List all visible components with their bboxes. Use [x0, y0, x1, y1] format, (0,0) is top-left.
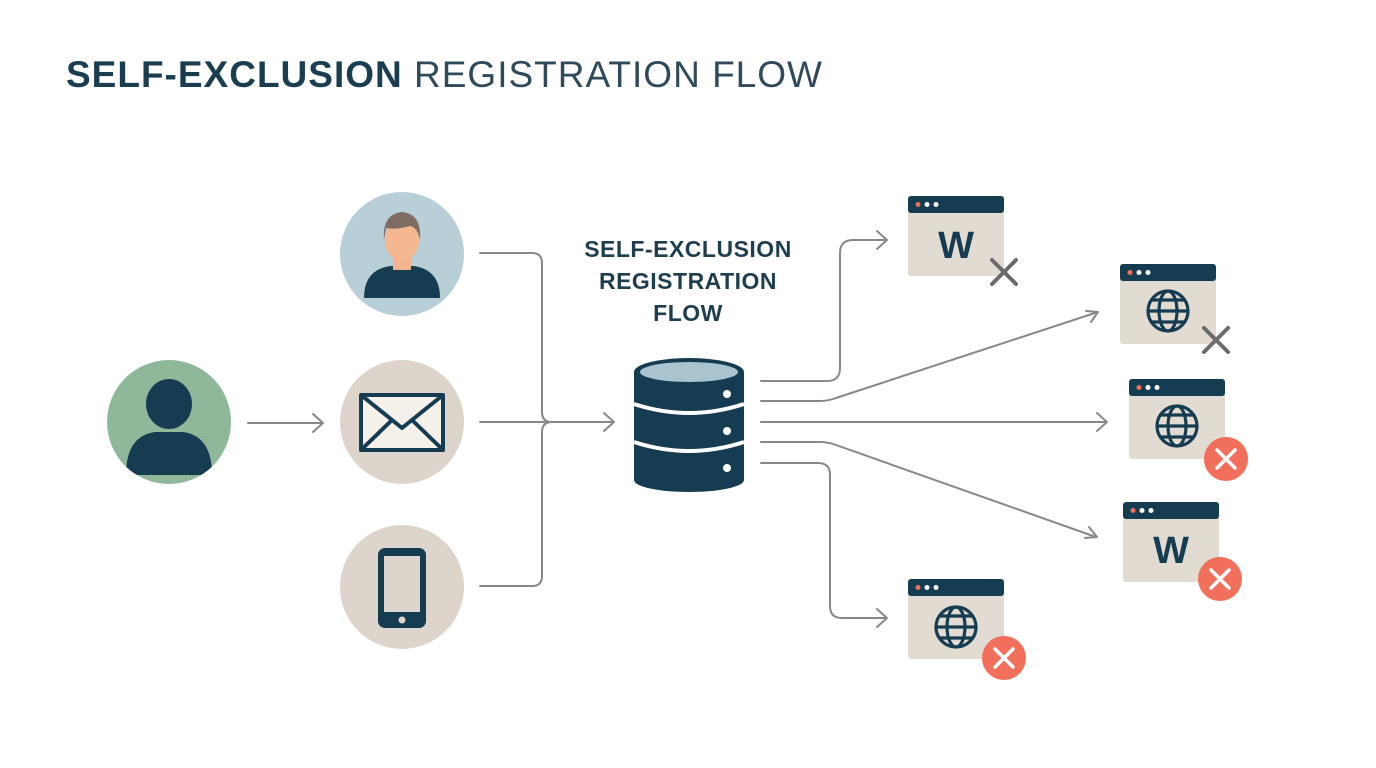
globe-icon: [1155, 404, 1199, 448]
connector-registry-to-site-5: [760, 462, 887, 619]
red-x-badge-icon: [982, 636, 1026, 680]
arrowhead-site-2: [1085, 310, 1099, 323]
w-letter-icon: W: [938, 225, 974, 267]
gray-x-icon: [990, 258, 1018, 286]
connector-phone-to-registry: [479, 421, 553, 587]
site-window-3: [1129, 379, 1248, 481]
red-x-badge-icon: [1204, 437, 1248, 481]
site-window-2: [1120, 264, 1230, 354]
registry-database: [633, 358, 745, 492]
smartphone-icon: [378, 548, 426, 628]
globe-icon: [1146, 289, 1190, 333]
page-title-light: REGISTRATION FLOW: [414, 54, 823, 95]
channel-phone-node: [340, 525, 464, 649]
database-icon: [633, 358, 745, 492]
center-label-line-2: REGISTRATION: [598, 268, 778, 294]
connector-registry-to-site-1: [760, 239, 887, 382]
globe-icon: [934, 605, 978, 649]
connectors: [247, 230, 1108, 628]
page-title: SELF-EXCLUSION REGISTRATION FLOW: [66, 54, 823, 96]
envelope-icon: [359, 393, 445, 452]
w-letter-icon: W: [1153, 530, 1189, 572]
person-silhouette-icon: [126, 379, 212, 475]
arrowhead-site-5: [876, 608, 888, 628]
site-window-4: W: [1123, 502, 1242, 601]
arrowhead-site-1: [876, 230, 888, 250]
site-window-1: W: [908, 196, 1018, 286]
connector-registry-to-site-4: [760, 441, 1097, 538]
gray-x-icon: [1202, 326, 1230, 354]
center-label-line-3: FLOW: [653, 300, 723, 326]
person-avatar-icon: [364, 212, 440, 298]
page-title-bold: SELF-EXCLUSION: [66, 54, 403, 95]
connector-avatar-to-registry: [479, 252, 553, 423]
channel-email-node: [340, 360, 464, 484]
site-window-5: [908, 579, 1026, 680]
arrowhead-into-registry: [603, 412, 615, 432]
user-node: [107, 360, 231, 484]
channel-avatar-node: [340, 192, 464, 316]
arrowhead-site-3: [1096, 412, 1108, 432]
red-x-badge-icon: [1198, 557, 1242, 601]
arrowhead-user-to-email: [312, 413, 324, 433]
arrowhead-site-4: [1084, 526, 1098, 539]
center-label-line-1: SELF-EXCLUSION: [584, 236, 792, 262]
connector-registry-to-site-2: [760, 311, 1099, 402]
center-label: SELF-EXCLUSION REGISTRATION FLOW: [548, 233, 828, 329]
